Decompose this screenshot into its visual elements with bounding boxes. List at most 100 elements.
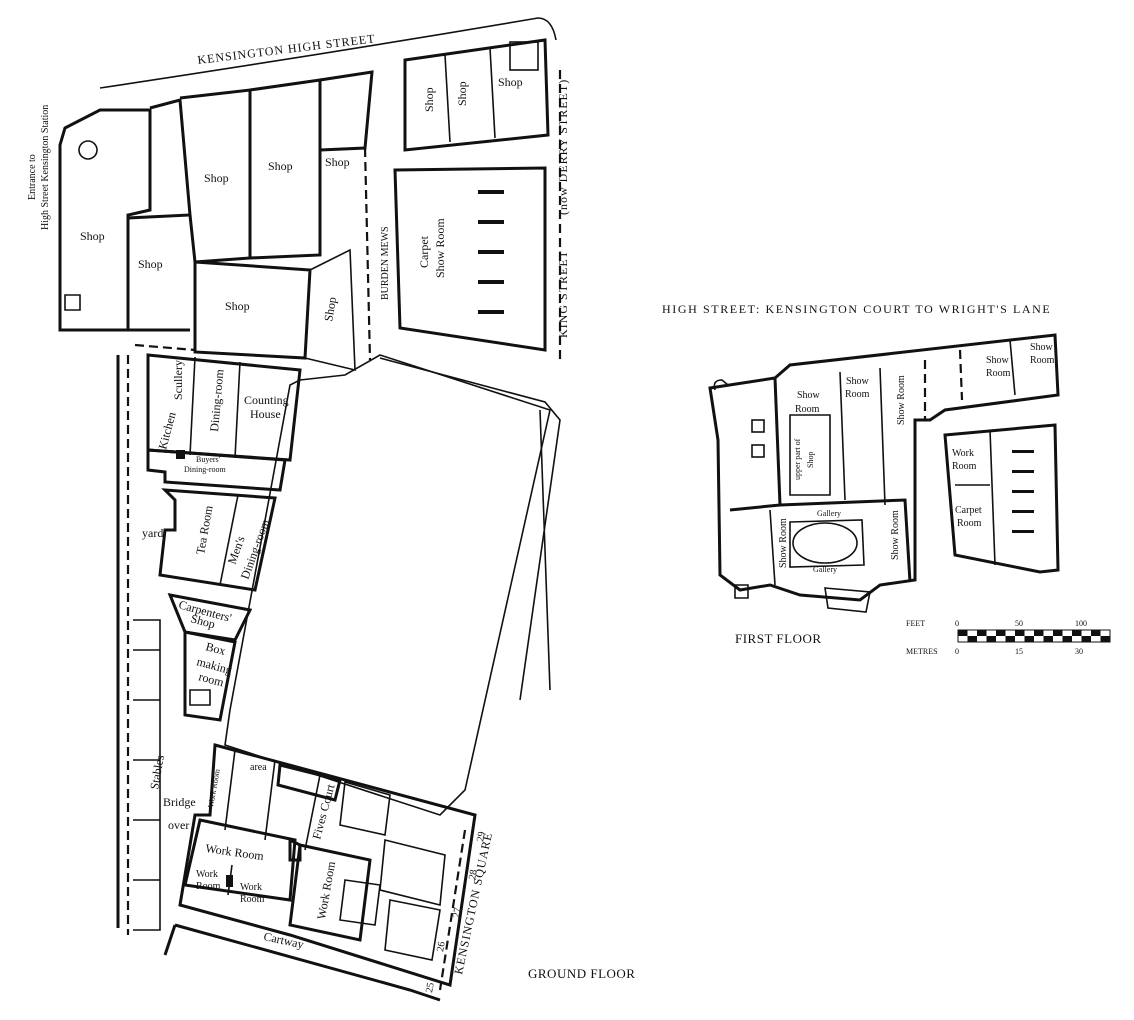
- plan-title: HIGH STREET: KENSINGTON COURT TO WRIGHT'…: [662, 302, 1051, 316]
- scale-bar-cell: [1100, 636, 1110, 642]
- scale-metres-label: METRES: [906, 647, 938, 656]
- scale-bar-cell: [1005, 636, 1015, 642]
- scale-bar-cell: [1081, 636, 1091, 642]
- house-number-27: 27: [451, 907, 464, 919]
- label-room-2: Room: [196, 881, 221, 892]
- label-room-3: Room: [240, 894, 265, 905]
- label-shop-9: Shop: [455, 81, 469, 106]
- scale-feet-tick-100: 100: [1075, 619, 1087, 628]
- label-stables: Stables: [147, 754, 167, 791]
- label-shop-1: Shop: [80, 229, 105, 243]
- ff-label-gallery-2: Gallery: [813, 565, 837, 574]
- label-shop-8: Shop: [422, 87, 436, 112]
- scale-bar-cells: [958, 630, 1110, 642]
- scale-bar-cell: [967, 636, 977, 642]
- ff-label-gallery-1: Gallery: [817, 509, 841, 518]
- scale-bar-cell: [1015, 630, 1025, 636]
- first-floor-caption: FIRST FLOOR: [735, 631, 822, 646]
- scale-metres-tick-15: 15: [1015, 647, 1023, 656]
- ff-label-room-3: Room: [986, 368, 1011, 379]
- label-station-1: Entrance to: [27, 154, 38, 200]
- label-cartway: Cartway: [262, 929, 305, 951]
- label-work-room-small-1: Work Room: [206, 767, 222, 808]
- scale-bar-cell: [1072, 630, 1082, 636]
- label-work-room-2: Work Room: [314, 860, 338, 921]
- label-kitchen: Kitchen: [155, 410, 178, 450]
- label-counting-2: House: [250, 407, 281, 421]
- ff-label-work: Work: [952, 448, 974, 459]
- scale-bar-cell: [1024, 636, 1034, 642]
- scale-feet-tick-0: 0: [955, 619, 959, 628]
- shop-block-inner: [193, 260, 312, 360]
- label-buyers-2: Dining-room: [184, 465, 227, 474]
- gallery-well: [792, 522, 858, 564]
- scale-bar-cell: [977, 630, 987, 636]
- scale-bar-cell: [958, 630, 968, 636]
- house-number-25: 25: [424, 982, 437, 994]
- carpet-show-room-block: [393, 166, 547, 352]
- high-street-kerb: [99, 17, 557, 89]
- label-station-2: High Street Kensington Station: [40, 105, 51, 230]
- first-floor-outline: [708, 333, 1060, 602]
- ff-label-show-2: Show: [846, 376, 870, 387]
- label-carpet-2: Show Room: [433, 218, 447, 278]
- label-work-2: Work: [196, 869, 218, 880]
- scale-feet-tick-50: 50: [1015, 619, 1023, 628]
- ff-label-show-4: Show: [1030, 342, 1054, 353]
- scale-bar-cell: [1043, 636, 1053, 642]
- ff-label-show-3: Show: [986, 355, 1010, 366]
- ff-label-show-room-1: Show Room: [896, 375, 907, 425]
- house-number-26: 26: [435, 941, 448, 953]
- carpenters-shop-block: [167, 593, 253, 642]
- shop-block-east: [249, 78, 322, 260]
- label-tea-room: Tea Room: [193, 504, 215, 556]
- first-floor-plan: [708, 333, 1060, 613]
- label-buyers-1: Buyers': [196, 455, 221, 464]
- label-kensington-square: KENSINGTON SQUARE: [451, 831, 495, 976]
- label-yard: yard: [142, 526, 163, 540]
- first-floor-piers: [1012, 450, 1034, 533]
- ff-label-upper-part-1: upper part of: [793, 438, 802, 480]
- scale-bar-cell: [1091, 630, 1101, 636]
- south-block-outline: [178, 743, 477, 987]
- shop-block-west: [126, 98, 192, 332]
- cartway-wall: [163, 923, 441, 1002]
- ff-label-upper-part-2: Shop: [806, 452, 815, 468]
- label-shop-4: Shop: [268, 159, 293, 173]
- label-carpenters-2: Shop: [189, 611, 216, 631]
- ground-floor-caption: GROUND FLOOR: [528, 966, 635, 981]
- label-dining-room: Dining-room: [207, 368, 226, 432]
- label-burden-mews: BURDEN MEWS: [380, 226, 391, 300]
- label-shop-5: Shop: [325, 155, 350, 169]
- carpet-room-piers: [478, 190, 504, 314]
- ff-label-room-2: Room: [845, 389, 870, 400]
- kitchen-block: [146, 353, 302, 462]
- label-scullery: Scullery: [171, 360, 185, 400]
- scale-bar-cell: [1034, 630, 1044, 636]
- ff-label-room-4: Room: [1030, 355, 1055, 366]
- tea-room-block: [158, 488, 277, 592]
- label-shop-10: Shop: [498, 75, 523, 89]
- label-shop-2: Shop: [138, 257, 163, 271]
- ff-label-room-1: Room: [795, 404, 820, 415]
- label-shop-7: Shop: [321, 296, 339, 323]
- scale-bar-cell: [986, 636, 996, 642]
- scale-bar-cell: [1062, 636, 1072, 642]
- label-work-3: Work: [240, 882, 262, 893]
- label-derry-street: (now DERRY STREET): [556, 79, 570, 215]
- ff-label-carpet: Carpet: [955, 505, 982, 516]
- label-area: area: [250, 762, 267, 773]
- ff-label-carpet-room: Room: [957, 518, 982, 529]
- scale-bar-cell: [1053, 630, 1063, 636]
- label-work-room-1: Work Room: [205, 841, 266, 863]
- ff-label-show-room-3: Show Room: [890, 510, 901, 560]
- scale-metres-tick-0: 0: [955, 647, 959, 656]
- house-number-28: 28: [467, 869, 480, 881]
- scale-bar-cell: [996, 630, 1006, 636]
- entrance-kiosk: [78, 140, 98, 160]
- label-counting-1: Counting: [244, 393, 289, 407]
- scale-bar: FEET 0 50 100 METRES 0 15 30: [906, 619, 1111, 656]
- scale-feet-label: FEET: [906, 619, 925, 628]
- label-box-3: room: [197, 669, 226, 689]
- first-floor-carpet-block: [943, 423, 1060, 574]
